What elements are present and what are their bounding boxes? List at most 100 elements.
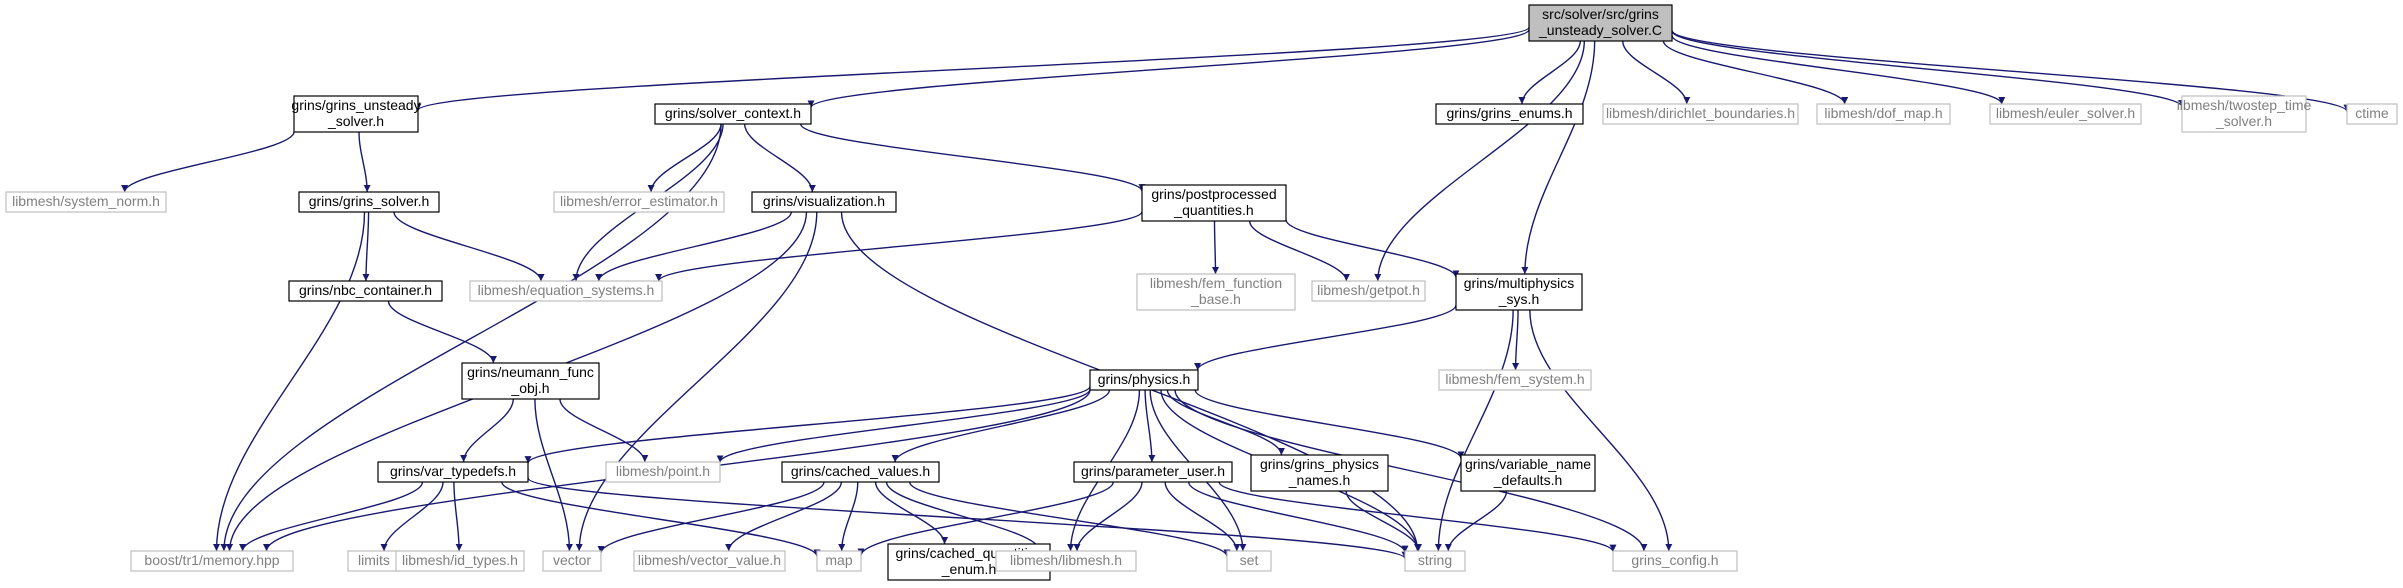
- edge-path: [527, 477, 1409, 560]
- node-boost-memory-hpp: boost/tr1/memory.hpp: [130, 550, 294, 572]
- edge-path: [453, 481, 463, 552]
- node-box: [1816, 103, 1951, 125]
- node-multiphysics-sys-h[interactable]: grins/multiphysics_sys.h: [1455, 273, 1583, 311]
- edge-path: [1211, 220, 1219, 275]
- edge-path: [1622, 40, 1691, 105]
- edge-parameter_user_h-to-grins_config_h: [1218, 481, 1617, 552]
- edge-path: [1164, 481, 1241, 552]
- edge-postprocessed_quantities_h-to-getpot_h: [1248, 220, 1350, 282]
- node-label: _solver.h: [327, 113, 384, 129]
- edge-solver_context_h-to-postprocessed_quantities_h: [800, 123, 1146, 192]
- node-libmesh-h: libmesh/libmesh.h: [995, 550, 1137, 572]
- edge-root-to-dirichlet_boundaries_h: [1622, 40, 1691, 105]
- node-box: [751, 191, 897, 213]
- edge-path: [1374, 40, 1586, 282]
- edge-path: [1671, 29, 2351, 113]
- node-root[interactable]: src/solver/src/grins_unsteady_solver.C: [1528, 4, 1673, 42]
- node-label: limits: [358, 552, 390, 568]
- node-box: [5, 191, 167, 213]
- node-parameter-user-h[interactable]: grins/parameter_user.h: [1073, 461, 1233, 483]
- edge-path: [534, 398, 573, 552]
- edge-multiphysics_sys_h-to-string: [1434, 309, 1514, 552]
- edge-path: [524, 385, 1091, 464]
- node-nbc-container-h[interactable]: grins/nbc_container.h: [288, 280, 443, 302]
- dependency-nodes: src/solver/src/grins_unsteady_solver.Cgr…: [5, 4, 2398, 581]
- edge-physics_h-to-variable_name_defaults_h: [1194, 389, 1465, 459]
- edge-visualization_h-to-vector: [575, 211, 818, 552]
- node-label: _quantities.h: [1173, 202, 1253, 218]
- edge-path: [1285, 219, 1460, 278]
- node-grins-enums-h[interactable]: grins/grins_enums.h: [1435, 103, 1584, 125]
- node-error-estimator-h: libmesh/error_estimator.h: [553, 191, 725, 213]
- node-label: vector: [553, 552, 591, 568]
- node-grins-unsteady-solver-h[interactable]: grins/grins_unsteady_solver.h: [291, 95, 421, 133]
- edge-path: [1194, 304, 1457, 371]
- edge-path: [1144, 389, 1156, 463]
- node-set: set: [1226, 550, 1272, 572]
- node-point-h: libmesh/point.h: [605, 461, 721, 483]
- edge-var_typedefs_h-to-id_types_h: [453, 481, 463, 552]
- node-label: boost/tr1/memory.hpp: [144, 552, 279, 568]
- node-label: grins/variable_name: [1465, 456, 1591, 472]
- node-label: libmesh/system_norm.h: [12, 193, 160, 209]
- node-label: libmesh/equation_systems.h: [478, 282, 655, 298]
- node-var-typedefs-h[interactable]: grins/var_typedefs.h: [377, 461, 529, 483]
- edge-parameter_user_h-to-string: [1188, 481, 1409, 553]
- node-label: _obj.h: [510, 380, 549, 396]
- node-cached-values-h[interactable]: grins/cached_values.h: [781, 461, 940, 483]
- edge-physics_h-to-grins_config_h: [1174, 389, 1648, 552]
- edge-cached_values_h-to-map: [838, 481, 859, 552]
- edge-path: [1248, 220, 1350, 282]
- node-label: libmesh/id_types.h: [402, 552, 518, 568]
- node-map: map: [816, 550, 862, 572]
- node-grins-physics-names-h[interactable]: grins/grins_physics_names.h: [1250, 454, 1389, 492]
- edge-root-to-multiphysics_sys_h: [1521, 40, 1596, 275]
- node-label: grins/postprocessed: [1151, 186, 1276, 202]
- node-label: grins/visualization.h: [763, 193, 885, 209]
- edge-multiphysics_sys_h-to-fem_system_h: [1512, 309, 1520, 371]
- node-label: libmesh/libmesh.h: [1010, 552, 1122, 568]
- edge-path: [220, 123, 722, 552]
- node-visualization-h[interactable]: grins/visualization.h: [751, 191, 897, 213]
- edge-path: [1073, 481, 1143, 552]
- edge-path: [358, 131, 371, 193]
- node-variable-name-defaults-h[interactable]: grins/variable_name_defaults.h: [1460, 454, 1596, 492]
- edge-nbc_container_h-to-neumann_func_obj_h: [387, 300, 497, 364]
- edge-path: [597, 481, 825, 554]
- edge-path: [380, 481, 444, 552]
- edge-path: [414, 26, 1530, 111]
- node-label: _defaults.h: [1493, 472, 1563, 488]
- node-label: set: [1240, 552, 1259, 568]
- edge-parameter_user_h-to-map: [857, 481, 1114, 556]
- node-box: [1141, 184, 1287, 222]
- node-label: libmesh/dirichlet_boundaries.h: [1606, 105, 1795, 121]
- edge-multiphysics_sys_h-to-physics_h: [1194, 304, 1457, 371]
- node-cached-quantities-enum-h[interactable]: grins/cached_quantities_enum.h: [887, 543, 1051, 581]
- node-neumann-func-obj-h[interactable]: grins/neumann_func_obj.h: [461, 362, 600, 400]
- node-label: string: [1418, 552, 1452, 568]
- node-physics-h[interactable]: grins/physics.h: [1089, 369, 1199, 391]
- node-label: grins/grins_physics: [1260, 456, 1379, 472]
- edge-root-to-solver_context_h: [807, 29, 1530, 109]
- node-grins-solver-h[interactable]: grins/grins_solver.h: [298, 191, 440, 213]
- node-label: _names.h: [1288, 472, 1350, 488]
- node-label: libmesh/point.h: [616, 463, 710, 479]
- node-box: [395, 550, 525, 572]
- node-solver-context-h[interactable]: grins/solver_context.h: [654, 103, 812, 125]
- edge-root-to-euler_solver_h: [1671, 35, 2006, 105]
- edge-neumann_func_obj_h-to-var_typedefs_h: [460, 398, 514, 463]
- node-box: [469, 280, 663, 302]
- edge-path: [1671, 35, 2006, 105]
- node-label: _enum.h: [941, 561, 996, 577]
- node-postprocessed-quantities-h[interactable]: grins/postprocessed_quantities.h: [1141, 184, 1287, 222]
- edge-path: [213, 211, 366, 552]
- node-label: _base.h: [1190, 291, 1241, 307]
- node-box: [781, 461, 940, 483]
- edge-cached_values_h-to-set: [908, 481, 1231, 557]
- node-box: [1602, 103, 1799, 125]
- edge-path: [857, 481, 1114, 556]
- node-label: grins/grins_unsteady: [291, 97, 420, 113]
- edge-cached_values_h-to-cached_quantities_enum_h: [874, 481, 949, 545]
- edge-path: [387, 300, 497, 364]
